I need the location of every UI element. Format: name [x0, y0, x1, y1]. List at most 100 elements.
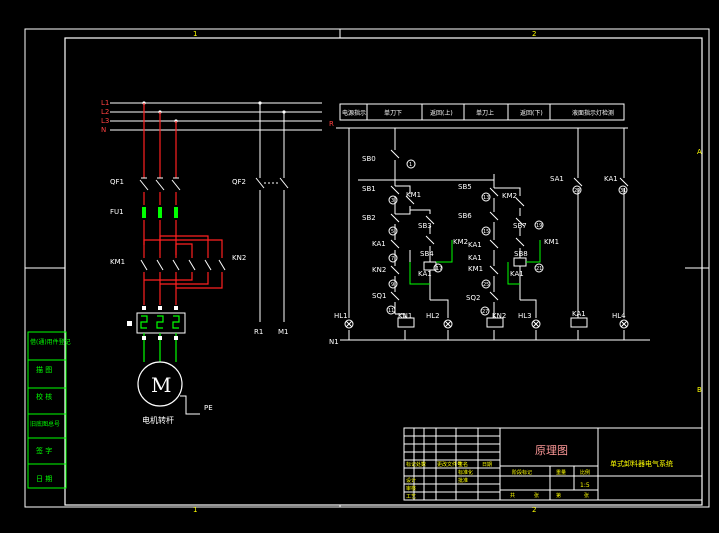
scale-value: 1:5 — [580, 482, 590, 489]
system-name: 单式卸料器电气系统 — [610, 459, 673, 468]
panel-label-3: 校 核 — [36, 392, 52, 401]
label-ka1-f: KA1 — [572, 310, 586, 318]
inner-frame — [64, 37, 703, 506]
rail-r-label: R — [329, 120, 334, 128]
header-col-5: 返回(下) — [520, 110, 543, 117]
title-block: 原理图 单式卸料器电气系统 1:5 标记 处数 更改文件号 签名 日期 阶段标记… — [403, 427, 703, 501]
label-km2: KM2 — [502, 192, 517, 200]
row-label-3: 工艺 — [406, 494, 416, 500]
label-ka1-a: KA1 — [372, 240, 386, 248]
header-col-1: 电源指示 — [342, 109, 366, 117]
grid-top-1: 1 — [193, 30, 197, 38]
node-1: 1 — [409, 162, 412, 168]
node-27: 27 — [482, 309, 488, 315]
label-ka1-e: KA1 — [510, 270, 524, 278]
col-label-7: 重量 — [556, 469, 566, 476]
pe-label: PE — [204, 404, 213, 412]
panel-label-2: 描 图 — [36, 365, 52, 374]
r1-label: R1 — [254, 328, 263, 336]
power-circuit: L1 L2 L3 N — [101, 99, 322, 425]
col-label-4: 签名 — [458, 461, 468, 468]
left-record-panel: 借(通)用件登记 描 图 校 核 旧底图总号 签 字 日 期 — [27, 331, 71, 489]
panel-label-6: 日 期 — [36, 475, 52, 483]
bus-l1-label: L1 — [101, 99, 109, 107]
node-29: 29 — [574, 188, 580, 194]
label-sb8: SB8 — [514, 250, 528, 258]
col-label-8: 比例 — [580, 469, 590, 476]
label-km2-c: KM1 — [544, 238, 559, 246]
rail-n1-label: N1 — [329, 338, 339, 346]
col-label-1: 标记 — [406, 461, 416, 468]
node-9: 9 — [391, 282, 394, 288]
label-km1-b: KA1 — [468, 254, 482, 262]
qf1-label: QF1 — [110, 178, 124, 186]
grid-right-b: B — [697, 386, 702, 394]
bus-n-label: N — [101, 126, 106, 134]
label-hl4: HL4 — [612, 312, 626, 320]
label-sb5: SB5 — [458, 183, 472, 191]
bus-l2-label: L2 — [101, 108, 109, 116]
row-label-4: 标准化 — [458, 469, 473, 476]
label-ka1-b: KA1 — [418, 270, 432, 278]
row-label-5: 批准 — [458, 477, 468, 484]
label-kn2-a: KN2 — [372, 266, 386, 274]
label-kn1: KN1 — [398, 312, 412, 320]
fu1-label: FU1 — [110, 208, 124, 216]
m1-label: M1 — [278, 328, 289, 336]
label-hl3: HL3 — [518, 312, 532, 320]
sheet-info-4: 张 — [584, 492, 589, 499]
drawing-title: 原理图 — [535, 444, 568, 457]
label-hl1: HL1 — [334, 312, 348, 320]
panel-label-4: 旧底图总号 — [30, 420, 60, 428]
label-sb3: SB3 — [418, 222, 432, 230]
label-sq2: SQ2 — [466, 294, 480, 302]
label-sb2: SB2 — [362, 214, 376, 222]
km1-power-label: KM1 — [110, 258, 125, 266]
col-label-3: 更改文件号 — [437, 461, 462, 468]
label-sb6: SB6 — [458, 212, 472, 220]
header-col-4: 单刀上 — [476, 109, 494, 117]
node-7: 7 — [391, 256, 394, 262]
node-15: 15 — [483, 229, 489, 235]
motor-symbol — [137, 361, 183, 407]
label-km1-c: KM1 — [468, 265, 483, 273]
control-circuit: 电源指示 单刀下 返回(上) 单刀上 返回(下) 液面指示灯检测 R N1 — [329, 103, 650, 346]
panel-label-1: 借(通)用件登记 — [30, 338, 71, 346]
label-sq1: SQ1 — [372, 292, 386, 300]
grid-bottom-2: 2 — [532, 506, 536, 514]
node-25: 25 — [483, 282, 489, 288]
node-11: 11 — [388, 308, 394, 314]
label-sa1: SA1 — [550, 175, 564, 183]
grid-bottom-1: 1 — [193, 506, 197, 514]
label-kn2-b: KN2 — [492, 312, 506, 320]
grid-top-2: 2 — [532, 30, 536, 38]
panel-label-5: 签 字 — [36, 446, 52, 455]
node-21: 21 — [536, 266, 542, 272]
grid-right-a: A — [697, 148, 702, 156]
sheet-info-2: 张 — [534, 492, 539, 499]
node-17: 17 — [436, 266, 442, 272]
sheet-info-3: 第 — [556, 492, 561, 499]
node-5: 5 — [391, 229, 394, 235]
header-col-3: 返回(上) — [430, 109, 453, 117]
row-label-2: 审核 — [406, 485, 416, 492]
motor-letter: M — [151, 373, 171, 397]
label-km2-b: KM2 — [453, 238, 468, 246]
kn2-power-label: KN2 — [232, 254, 246, 262]
header-col-2: 单刀下 — [384, 109, 402, 117]
row-label-1: 设计 — [406, 477, 416, 484]
qf2-label: QF2 — [232, 178, 246, 186]
label-sb1: SB1 — [362, 185, 376, 193]
label-ka1-c: KA1 — [468, 241, 482, 249]
node-19: 19 — [536, 223, 542, 229]
col-label-2: 处数 — [416, 461, 426, 468]
label-hl2: HL2 — [426, 312, 440, 320]
node-13: 13 — [483, 195, 489, 201]
outer-frame — [24, 28, 710, 508]
motor-caption: 电机转杆 — [142, 415, 174, 425]
col-label-5: 日期 — [482, 462, 492, 468]
label-sb4: SB4 — [420, 250, 434, 258]
sheet-info-1: 共 — [510, 492, 515, 499]
bus-l3-label: L3 — [101, 117, 109, 125]
